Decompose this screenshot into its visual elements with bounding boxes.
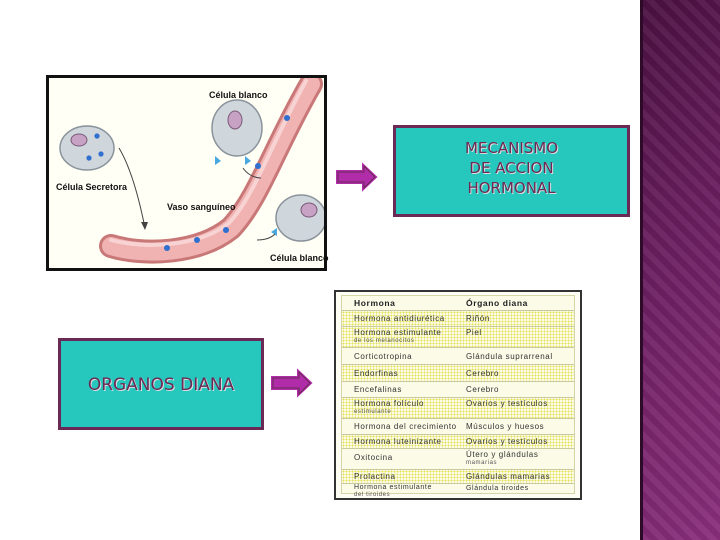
decorative-side-band bbox=[642, 0, 720, 540]
blood-vessel-inner bbox=[102, 78, 320, 261]
table-row: Hormona del crecimiento Músculos y hueso… bbox=[342, 419, 574, 435]
table-row: Hormona antidiurética Riñón bbox=[342, 311, 574, 327]
receptor bbox=[215, 156, 221, 165]
organos-diana-banner: ORGANOS DIANA bbox=[58, 338, 264, 430]
mechanism-line-1: MECANISMO bbox=[464, 139, 559, 157]
hormone-molecule bbox=[284, 115, 290, 121]
blood-vessel-label: Vaso sanguíneo bbox=[167, 202, 236, 212]
secretion-arrow bbox=[118, 147, 146, 229]
header-hormone: Hormona bbox=[354, 298, 396, 308]
target-cell-top-label: Célula blanco bbox=[209, 90, 268, 100]
hormone-molecule bbox=[223, 227, 229, 233]
secretory-cell bbox=[59, 125, 115, 171]
hormone-mechanism-diagram: Célula blanco Célula Secretora Vaso sang… bbox=[46, 75, 329, 271]
hormone-molecule bbox=[255, 163, 261, 169]
target-arrow-bottom bbox=[256, 233, 276, 241]
organos-diana-title: ORGANOS DIANA bbox=[87, 375, 235, 395]
header-target-organ: Órgano diana bbox=[466, 298, 528, 308]
hormone-molecule bbox=[194, 237, 200, 243]
table-row: Endorfinas Cerebro bbox=[342, 365, 574, 382]
table-row: Hormona folículo estimulante Ovarios y t… bbox=[342, 398, 574, 419]
receptor bbox=[271, 228, 277, 236]
arrow-right-icon bbox=[269, 363, 316, 403]
table-row: Encefalinas Cerebro bbox=[342, 382, 574, 398]
hormone-target-organ-table: Hormona Órgano diana Hormona antidiuréti… bbox=[334, 290, 582, 500]
table-row: Hormona luteinizante Ovarios y testículo… bbox=[342, 435, 574, 449]
target-cell-bottom-label: Célula blanco bbox=[270, 253, 329, 263]
target-cell-top-nucleus bbox=[227, 110, 243, 130]
mechanism-line-2: DE ACCION bbox=[469, 159, 554, 177]
table-row: Corticotropina Glándula suprarrenal bbox=[342, 348, 574, 365]
secretory-cell-label: Célula Secretora bbox=[56, 182, 128, 192]
hormone-molecule bbox=[98, 151, 104, 157]
receptor bbox=[245, 156, 251, 165]
blood-vessel-highlight bbox=[109, 79, 308, 247]
side-band-edge bbox=[640, 0, 643, 540]
table-header-row: Hormona Órgano diana bbox=[342, 296, 574, 311]
secretory-cell-nucleus bbox=[70, 133, 88, 147]
target-cell-bottom-nucleus bbox=[300, 202, 318, 218]
mechanism-line-3: HORMONAL bbox=[467, 179, 556, 197]
arrow-right-icon bbox=[334, 157, 381, 197]
secretion-arrow-head bbox=[141, 222, 148, 230]
hormone-molecule bbox=[86, 155, 92, 161]
hormone-molecule bbox=[94, 133, 100, 139]
table-row: Prolactina Glándulas mamarias bbox=[342, 470, 574, 484]
table-row: Hormona estimulante de los melanocitos P… bbox=[342, 327, 574, 348]
mechanism-banner: MECANISMO DE ACCION HORMONAL bbox=[393, 125, 630, 217]
target-cell-bottom bbox=[275, 194, 324, 242]
table-row: Hormona estimulante del tiroides Glándul… bbox=[354, 484, 529, 498]
target-arrow-top bbox=[242, 167, 262, 179]
hormone-molecule bbox=[164, 245, 170, 251]
diagram-illustration bbox=[59, 78, 324, 264]
table-row: Oxitocina Útero y glándulas mamarias bbox=[342, 449, 574, 470]
